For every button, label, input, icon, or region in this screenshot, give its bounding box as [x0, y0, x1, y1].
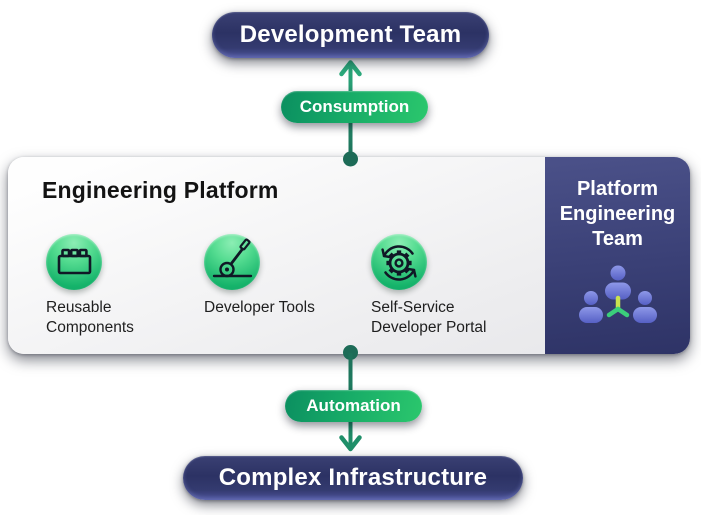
- gear-sync-icon: [381, 245, 417, 281]
- capability-label: Reusable Components: [46, 299, 134, 336]
- capability-icon-circle: [371, 234, 427, 290]
- capability-label: Self-Service Developer Portal: [371, 299, 487, 336]
- capability-label: Developer Tools: [204, 299, 315, 316]
- capability-reusable-components: Reusable Components: [46, 234, 202, 338]
- development-team-node: Development Team: [212, 12, 489, 58]
- lego-brick-icon: [57, 248, 92, 275]
- capability-developer-tools: Developer Tools: [204, 234, 360, 318]
- platform-title: Engineering Platform: [42, 177, 279, 203]
- engineering-platform-card: Engineering Platform Reusable Components: [8, 157, 690, 354]
- automation-flow-badge: Automation: [285, 390, 422, 422]
- branch-connector-icon: [606, 295, 629, 318]
- consumption-label: Consumption: [299, 97, 410, 116]
- platform-engineering-team-panel: Platform Engineering Team: [545, 157, 690, 354]
- team-icon: [578, 265, 657, 323]
- team-panel-title: Platform Engineering Team: [559, 178, 676, 250]
- capability-self-service-portal: Self-Service Developer Portal: [371, 234, 527, 338]
- automation-label: Automation: [306, 396, 401, 415]
- team-icon-wrap: [576, 264, 660, 341]
- development-team-label: Development Team: [239, 21, 462, 48]
- complex-infrastructure-label: Complex Infrastructure: [218, 464, 488, 491]
- capability-icon-circle: [46, 234, 102, 290]
- consumption-flow-badge: Consumption: [281, 91, 428, 123]
- complex-infrastructure-node: Complex Infrastructure: [183, 456, 523, 500]
- shovel-icon: [212, 238, 253, 278]
- capability-icon-circle: [204, 234, 260, 290]
